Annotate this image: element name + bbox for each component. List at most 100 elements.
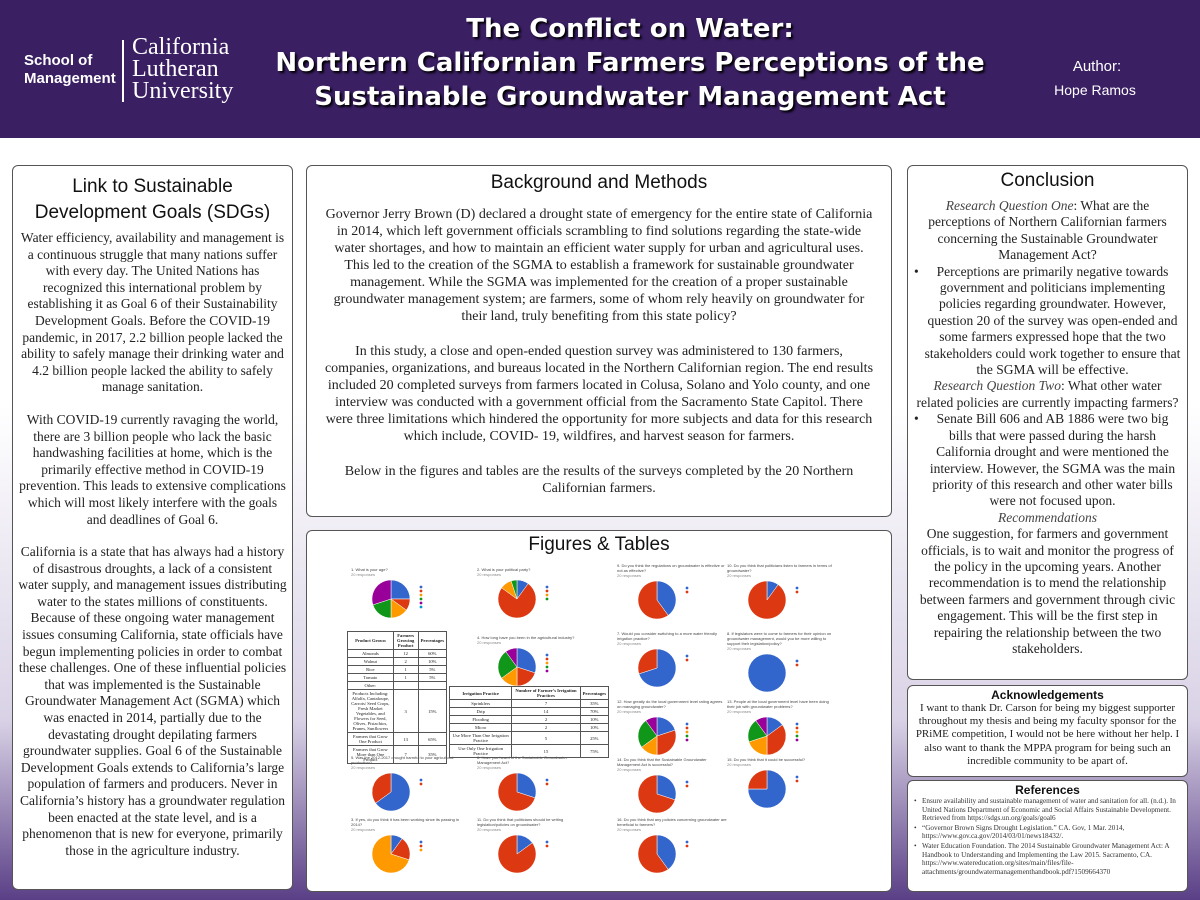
background-body: Governor Jerry Brown (D) declared a drou… [323, 206, 875, 497]
survey-chart: 12. How greatly do the local government … [617, 699, 727, 761]
reference-item: “Governor Brown Signs Drought Legislatio… [914, 824, 1181, 841]
pie-chart [637, 648, 689, 688]
legend-swatch [545, 593, 549, 597]
pie-slice [371, 772, 392, 804]
sdg-paragraph: With COVID-19 currently ravaging the wor… [19, 411, 286, 527]
pie-slice [510, 579, 518, 600]
table-cell: 15% [417, 689, 448, 733]
table-cell: 25% [579, 731, 610, 745]
survey-question: 3. If yes, do you think it has been work… [351, 817, 460, 827]
table-cell [417, 681, 448, 690]
legend-swatch [685, 734, 689, 738]
legend-swatch [419, 597, 423, 601]
pie-chart [747, 653, 799, 693]
pie-slice [371, 579, 392, 606]
background-paragraph: Below in the figures and tables are the … [344, 464, 854, 496]
products-table-header-cell: Farmers Growing Product [392, 631, 419, 650]
survey-responses: 20 responses [617, 573, 642, 578]
legend-swatch [419, 844, 423, 848]
table-cell: 1 [392, 673, 419, 682]
table-cell: 3 [392, 689, 419, 733]
conclusion-panel: Conclusion Research Question One: What a… [907, 165, 1188, 680]
acknowledgements-title: Acknowledgements [991, 688, 1104, 702]
legend-swatch [795, 730, 799, 734]
pie-slice [755, 716, 768, 737]
pie-slice [505, 647, 518, 668]
survey-chart: 5. Was the 2012-2017 drought harmful to … [351, 755, 461, 817]
table-cell: 5 [511, 731, 581, 745]
pie-slice [516, 772, 537, 799]
survey-question: 1. What is your age? [351, 567, 388, 572]
legend-swatch [685, 780, 689, 784]
survey-responses: 20 responses [477, 827, 502, 832]
pie-slice [656, 729, 677, 756]
table-cell: Tomato [347, 673, 394, 682]
survey-responses: 20 responses [351, 765, 376, 770]
sdg-title: Link to Sustainable Development Goals (S… [34, 176, 271, 223]
legend-swatch [419, 782, 423, 786]
sdg-body: Water efficiency, availability and manag… [17, 230, 288, 859]
table-cell: 2 [392, 657, 419, 666]
irrigation-table-header-cell: Percentages [579, 686, 610, 700]
table-cell: 35% [417, 745, 448, 764]
pie-chart [747, 769, 799, 809]
figures-title: Figures & Tables [528, 534, 670, 555]
rq2-label: Research Question Two [933, 378, 1061, 394]
research-question-two: Research Question Two: What other water … [914, 378, 1181, 411]
survey-question: 7. Would you consider switching to a mor… [617, 631, 717, 641]
pie-slice [637, 774, 676, 814]
survey-chart: 15. Do you think that it could be succes… [727, 757, 837, 814]
pie-slice [375, 772, 411, 812]
survey-question: 16. Do you think that any policies conce… [617, 817, 727, 827]
legend-swatch [795, 734, 799, 738]
rq1-label: Research Question One [945, 198, 1074, 213]
background-paragraph: Governor Jerry Brown (D) declared a drou… [325, 207, 873, 324]
legend-swatch [419, 589, 423, 593]
pie-slice [371, 834, 410, 874]
table-cell: 5% [417, 673, 448, 682]
table-cell: Sprinklers [448, 699, 513, 708]
university-line: Lutheran [132, 56, 219, 82]
reference-item: Ensure availability and sustainable mana… [914, 797, 1181, 823]
survey-responses: 20 responses [617, 641, 642, 646]
table-cell: Farmers that Grow More than One Product [347, 745, 394, 764]
legend-swatch [419, 778, 423, 782]
table-cell: Drip [448, 707, 513, 716]
legend-swatch [685, 726, 689, 730]
survey-chart: 14. Do you think that the Sustainable Gr… [617, 757, 727, 819]
legend-swatch [685, 654, 689, 658]
products-table-header-cell: Percentages [417, 631, 448, 650]
pie-chart [371, 579, 423, 619]
pie-slice [637, 580, 669, 620]
rq1-bullet: Perceptions are primarily negative towar… [914, 264, 1181, 379]
table-cell: 60% [417, 649, 448, 658]
survey-responses: 20 responses [617, 767, 642, 772]
table-cell: 70% [579, 707, 610, 716]
survey-responses: 20 responses [617, 709, 642, 714]
title-line: The Conflict on Water: [466, 14, 794, 44]
table-cell: Farmers that Grow One Product [347, 732, 394, 746]
university-line: California [132, 34, 230, 60]
pie-chart [497, 647, 549, 687]
pie-chart [747, 580, 799, 620]
survey-chart: 8. If legislators were to come to farmer… [727, 631, 837, 698]
background-paragraph: In this study, a close and open-ended qu… [324, 344, 874, 444]
table-cell: 5% [417, 665, 448, 674]
table-cell: Almonds [347, 649, 394, 658]
pie-chart [637, 774, 689, 814]
table-cell: Other: [347, 681, 394, 690]
legend-swatch [795, 775, 799, 779]
legend-swatch [545, 653, 549, 657]
survey-chart: 11. Do you think that politicians should… [477, 817, 587, 879]
legend-swatch [795, 738, 799, 742]
table-cell: Flooding [448, 715, 513, 724]
